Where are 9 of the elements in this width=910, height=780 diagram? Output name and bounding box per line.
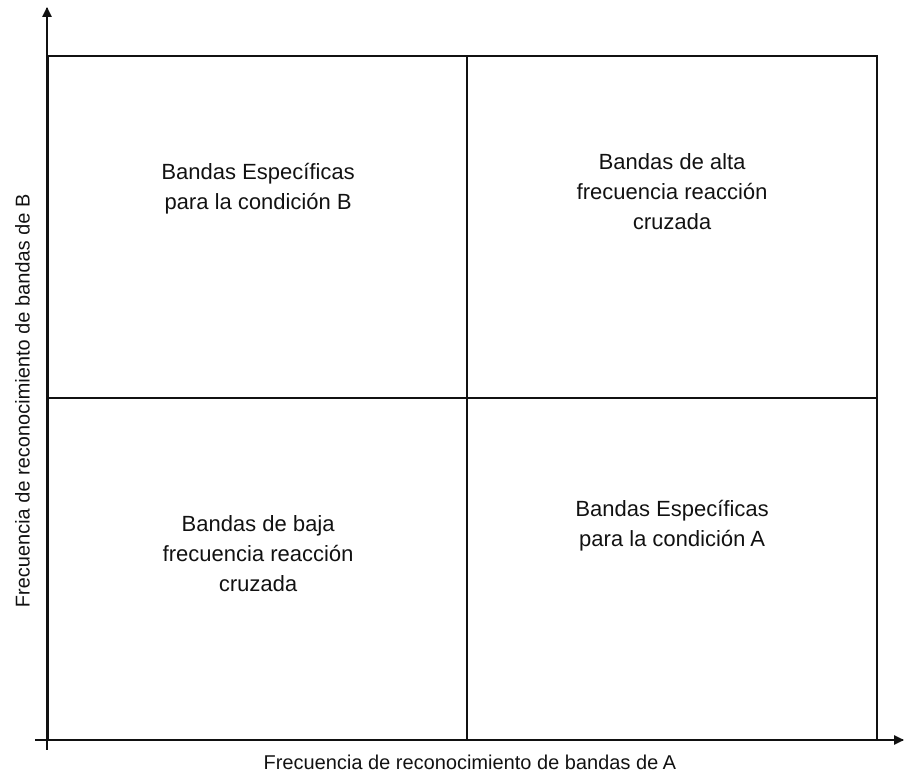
axis-title: Frecuencia de reconocimiento de bandas de B [12,193,36,607]
quadrant-label: Bandas Específicas para la condición B [160,158,356,216]
quadrant-box [47,55,469,399]
quadrant-box [466,55,878,399]
quadrant-label: Bandas de alta frecuencia reacción cruzada [576,148,768,236]
quadrant-box [466,397,878,741]
quadrant-label: Bandas de baja frecuencia reacción cruzada [162,510,354,598]
axis-title: Frecuencia de reconocimiento de bandas de A [264,752,676,775]
quadrant-label: Bandas Específicas para la condición A [574,495,770,553]
